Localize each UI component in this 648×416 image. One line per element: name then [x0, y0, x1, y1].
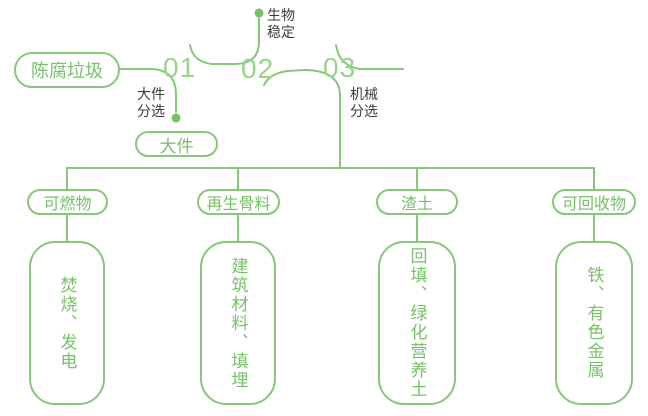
branch-box-text: 焚烧、发电: [57, 275, 77, 371]
branch-pill-label: 可燃物: [43, 196, 92, 213]
branch-box-slag-soil: 回填、绿化营养土: [378, 241, 456, 405]
stage-3-number: 03: [323, 52, 357, 83]
branch-box-recyclables: 铁、有色金属: [555, 241, 633, 405]
bulky-endpoint-dot: [171, 113, 181, 123]
branch-bus: [66, 167, 595, 190]
source-pill: 陈腐垃圾: [14, 52, 120, 88]
stage-1-label: 大件 分选: [137, 86, 165, 119]
source-pill-label: 陈腐垃圾: [31, 61, 103, 81]
bio-endpoint-dot: [254, 8, 264, 18]
branch-pill-slag-soil: 渣土: [376, 189, 458, 215]
stage-2-number: 02: [241, 53, 275, 84]
branch-pill-recycled-aggregate: 再生骨料: [197, 189, 280, 215]
branch-box-text: 回填、绿化营养土: [407, 247, 427, 399]
stage-2-label: 生物 稳定: [267, 7, 295, 40]
line-stage2-to-bus: [263, 68, 341, 169]
branch-pill-recyclables: 可回收物: [552, 189, 636, 215]
branch-pill-label: 再生骨料: [206, 196, 271, 213]
branch-box-combustibles: 焚烧、发电: [29, 241, 105, 405]
bulky-output-label: 大件: [159, 136, 194, 156]
branch-pill-label: 渣土: [400, 196, 433, 213]
branch-pill-combustibles: 可燃物: [27, 189, 108, 215]
line-stage3-out: [335, 44, 404, 70]
branch-pill-label: 可回收物: [561, 196, 626, 213]
branch-box-recycled-aggregate: 建筑材料、填埋: [200, 241, 276, 405]
line-stage1-to-bio: [189, 17, 260, 65]
stage-3-label: 机械 分选: [350, 86, 378, 119]
stage-1-number: 01: [163, 52, 197, 83]
bulky-output-pill: 大件: [135, 131, 218, 157]
branch-box-text: 建筑材料、填埋: [228, 256, 248, 390]
line-source-to-stage1: [119, 68, 177, 113]
branch-box-text: 铁、有色金属: [584, 266, 604, 380]
